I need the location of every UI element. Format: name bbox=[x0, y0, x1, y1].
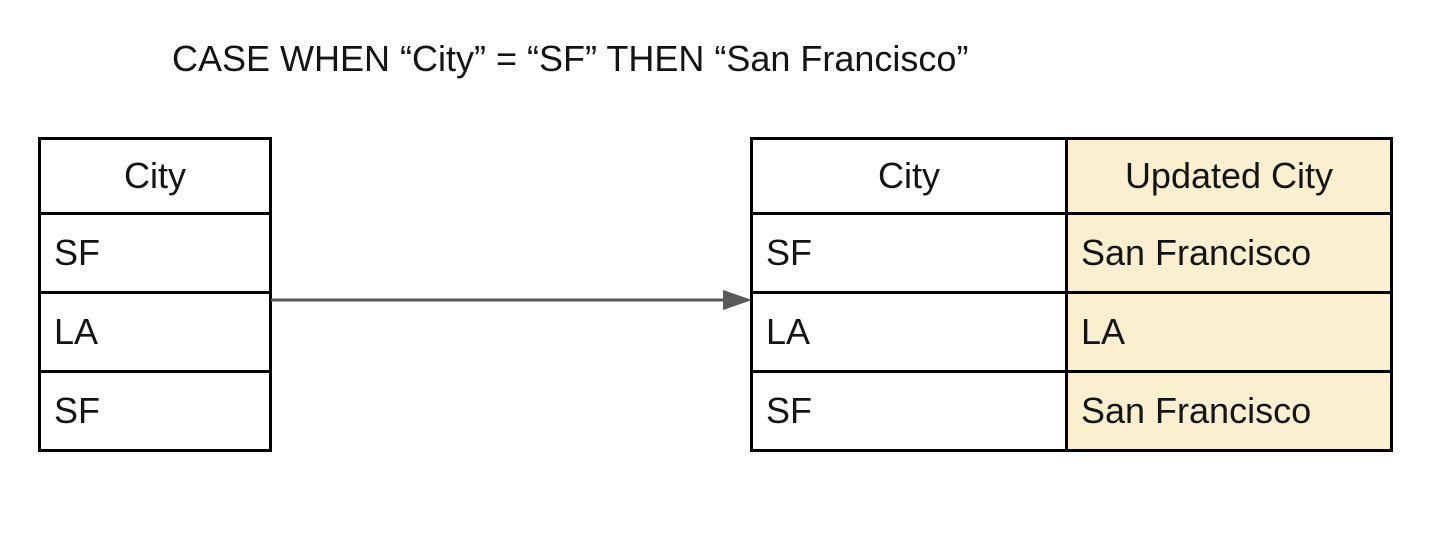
source-cell-city: LA bbox=[38, 291, 272, 373]
result-table-header-city: City bbox=[750, 137, 1068, 215]
source-table: City SF LA SF bbox=[38, 137, 272, 452]
result-cell-updated-city: LA bbox=[1065, 291, 1393, 373]
source-cell-city: SF bbox=[38, 370, 272, 452]
case-expression-title: CASE WHEN “City” = “SF” THEN “San Franci… bbox=[172, 38, 969, 79]
table-row: SF San Francisco bbox=[750, 370, 1393, 452]
result-cell-city: LA bbox=[750, 291, 1068, 373]
table-row: SF bbox=[38, 212, 272, 294]
result-cell-updated-city: San Francisco bbox=[1065, 370, 1393, 452]
result-table-header-row: City Updated City bbox=[750, 137, 1393, 215]
table-row: LA bbox=[38, 291, 272, 373]
result-cell-updated-city: San Francisco bbox=[1065, 212, 1393, 294]
source-table-header-row: City bbox=[38, 137, 272, 215]
result-cell-city: SF bbox=[750, 212, 1068, 294]
result-table: City Updated City SF San Francisco LA LA… bbox=[750, 137, 1393, 452]
table-row: SF bbox=[38, 370, 272, 452]
result-table-header-updated-city: Updated City bbox=[1065, 137, 1393, 215]
table-row: SF San Francisco bbox=[750, 212, 1393, 294]
result-cell-city: SF bbox=[750, 370, 1068, 452]
right-arrow-icon bbox=[271, 290, 752, 310]
table-row: LA LA bbox=[750, 291, 1393, 373]
source-table-header-city: City bbox=[38, 137, 272, 215]
source-cell-city: SF bbox=[38, 212, 272, 294]
